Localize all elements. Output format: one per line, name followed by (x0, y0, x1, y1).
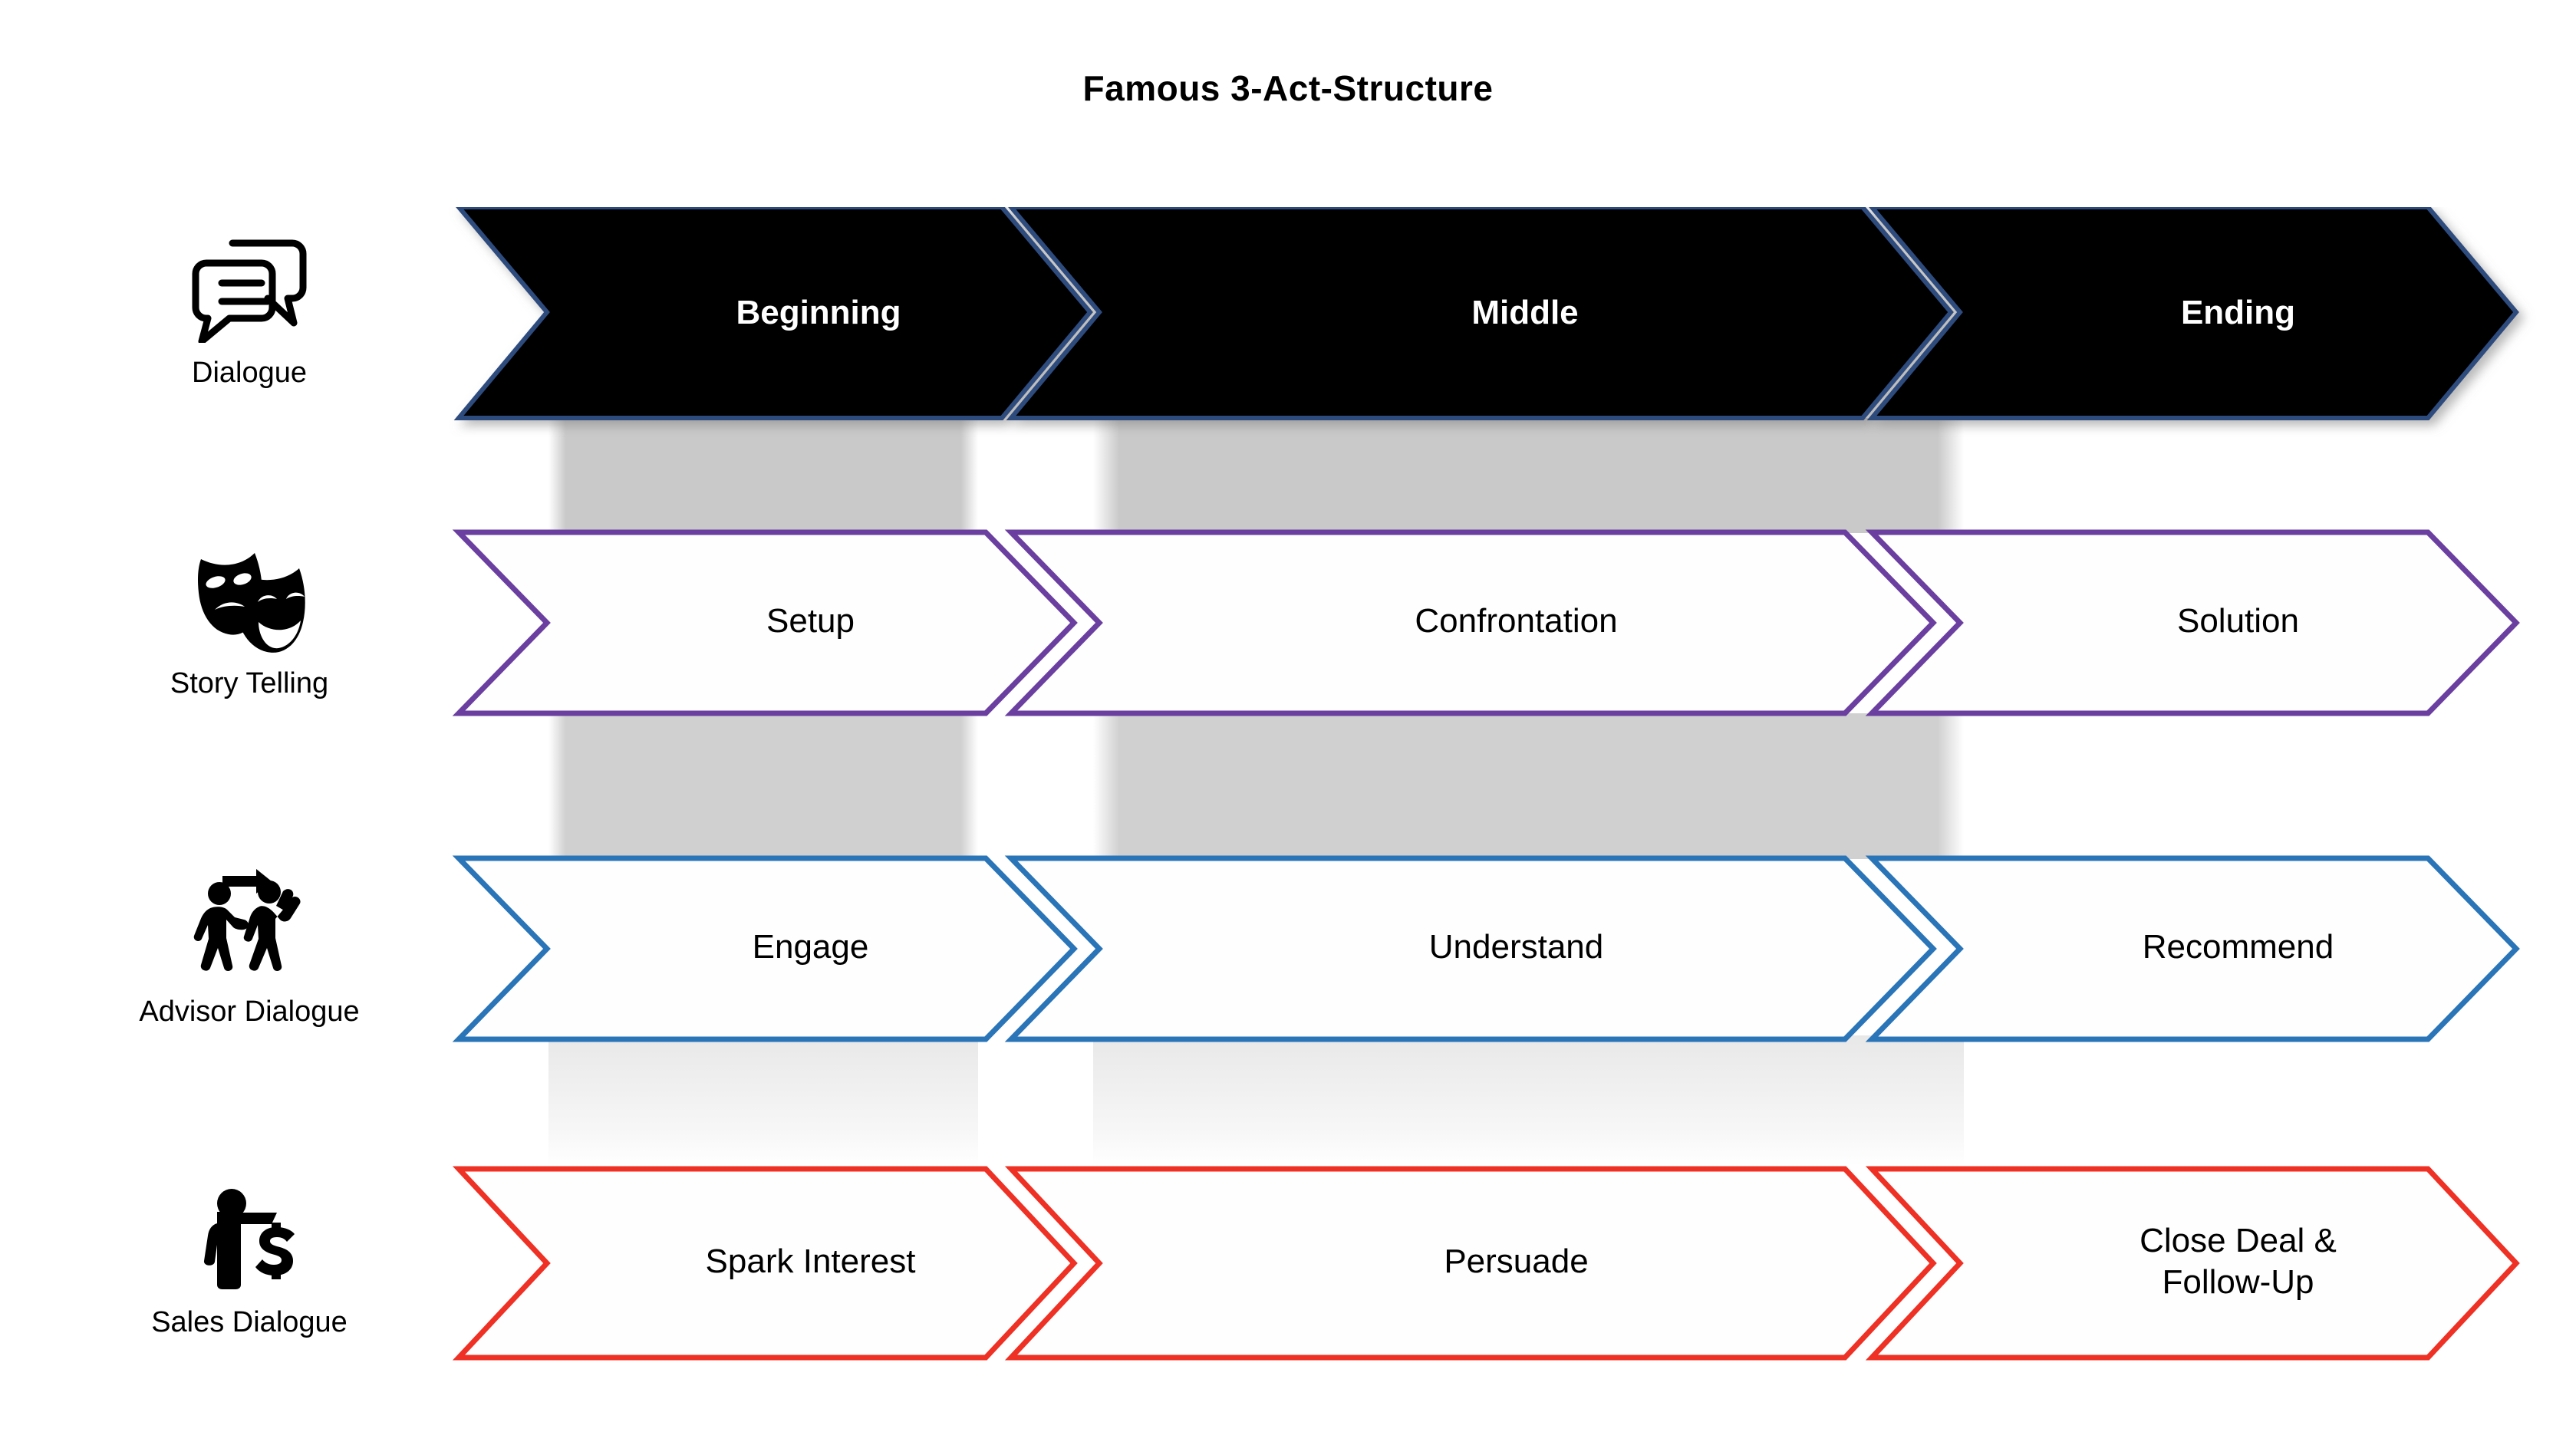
chevron-row-story-telling: Setup Confrontation Solution (0, 529, 2576, 716)
chevron-dialogue-beginning (453, 207, 1093, 420)
connector-band-3-col-1 (548, 1035, 978, 1166)
chevron-row-sales-dialogue: Spark Interest Persuade Close Deal &Foll… (0, 1166, 2576, 1361)
chevron-sales-persuade (1004, 1166, 1937, 1361)
chevron-row-dialogue: Beginning Middle Ending (0, 207, 2576, 420)
legend-label-dialogue: Dialogue (192, 357, 307, 389)
person-dollar-icon (192, 1185, 307, 1292)
two-people-arrow-icon (183, 867, 317, 982)
connector-band-1-col-1 (548, 418, 978, 533)
page-title: Famous 3-Act-Structure (1082, 68, 1494, 108)
legend-story-telling: Story Telling (84, 529, 414, 713)
chevron-advisor-engage (452, 855, 1078, 1042)
connector-band-3-col-2 (1093, 1035, 1964, 1166)
legend-dialogue: Dialogue (84, 207, 414, 418)
chevron-sales-close-deal (1865, 1166, 2520, 1361)
legend-label-sales-dialogue: Sales Dialogue (151, 1305, 348, 1338)
connector-band-1-col-2 (1093, 418, 1964, 533)
legend-sales-dialogue: Sales Dialogue (84, 1166, 414, 1358)
theater-masks-icon (184, 542, 315, 653)
legend-label-story-telling: Story Telling (170, 667, 329, 699)
connector-band-2-col-2 (1093, 713, 1964, 859)
chevron-story-setup (452, 529, 1078, 716)
chevron-dialogue-middle (1006, 207, 1954, 420)
chevron-dialogue-ending (1866, 207, 2519, 420)
chevron-advisor-understand (1004, 855, 1937, 1042)
connector-band-2-col-1 (548, 713, 978, 859)
legend-label-advisor-dialogue: Advisor Dialogue (139, 995, 360, 1028)
speech-bubbles-icon (188, 235, 311, 345)
legend-advisor-dialogue: Advisor Dialogue (84, 855, 414, 1039)
chevron-advisor-recommend (1865, 855, 2520, 1042)
chevron-sales-spark-interest (452, 1166, 1078, 1361)
chevron-story-solution (1865, 529, 2520, 716)
chevron-story-confrontation (1004, 529, 1937, 716)
chevron-row-advisor-dialogue: Engage Understand Recommend (0, 855, 2576, 1042)
